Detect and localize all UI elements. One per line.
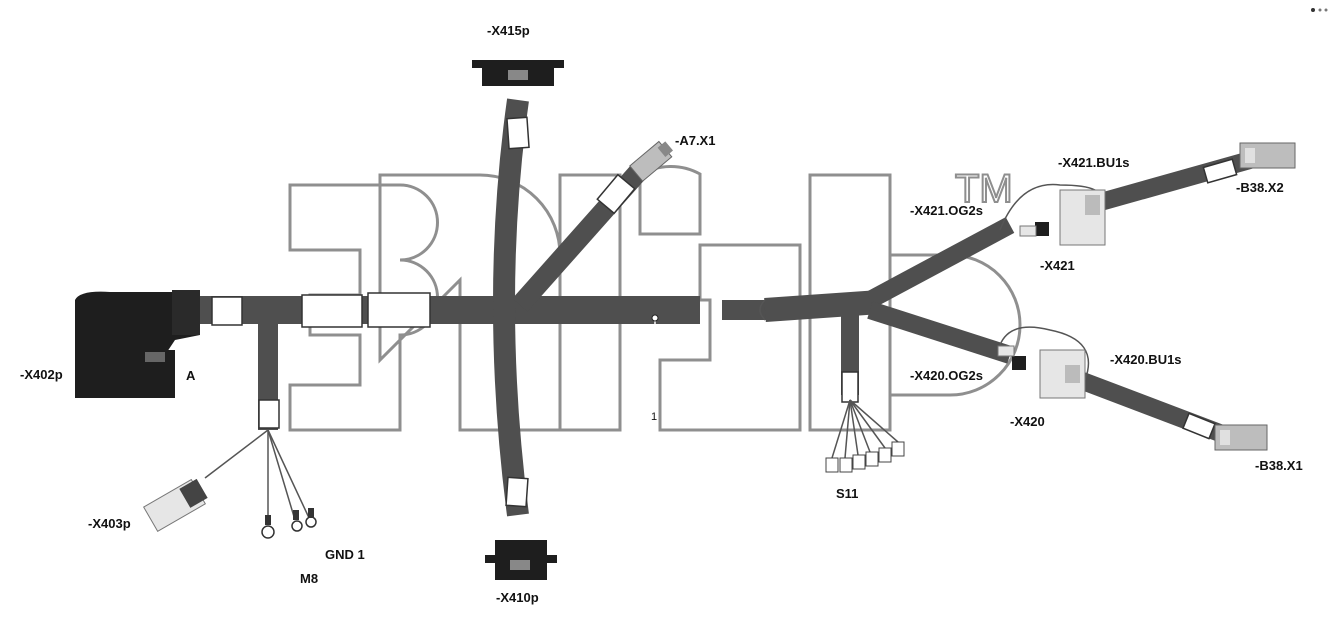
label-x410p: -X410p bbox=[496, 590, 539, 605]
label-x421-og2s: -X421.OG2s bbox=[910, 203, 983, 218]
label-m8: M8 bbox=[300, 571, 318, 586]
label-gnd1: GND 1 bbox=[325, 547, 365, 562]
connector-x415p[interactable] bbox=[472, 60, 564, 86]
connector-x420[interactable] bbox=[997, 345, 1086, 399]
label-x421-bu1s: -X421.BU1s bbox=[1058, 155, 1130, 170]
trademark-symbol: TM bbox=[955, 167, 1013, 211]
connector-x410p[interactable] bbox=[485, 540, 557, 580]
breakout-wires-s11 bbox=[825, 399, 905, 473]
connector-x403p[interactable] bbox=[143, 477, 210, 533]
label-x415p: -X415p bbox=[487, 23, 530, 38]
label-x402p: -X402p bbox=[20, 367, 63, 382]
label-b38x1: -B38.X1 bbox=[1255, 458, 1303, 473]
connector-b38x2[interactable] bbox=[1239, 142, 1296, 169]
label-a: A bbox=[186, 368, 196, 383]
connector-x402p[interactable] bbox=[75, 290, 200, 398]
sleeves bbox=[211, 116, 1238, 508]
label-x403p: -X403p bbox=[88, 516, 131, 531]
label-x421: -X421 bbox=[1040, 258, 1075, 273]
connector-a7x1[interactable] bbox=[629, 138, 676, 182]
connector-b38x1[interactable] bbox=[1214, 424, 1268, 451]
pin-1-label: 1 bbox=[651, 411, 657, 423]
label-b38x2: -B38.X2 bbox=[1236, 180, 1284, 195]
label-x420-bu1s: -X420.BU1s bbox=[1110, 352, 1182, 367]
label-x420-og2s: -X420.OG2s bbox=[910, 368, 983, 383]
pin-marker: 1 bbox=[651, 314, 659, 423]
breakout-wires-m8 bbox=[204, 429, 317, 539]
watermark: TM bbox=[288, 164, 1022, 432]
connector-x421[interactable] bbox=[1019, 189, 1106, 246]
labels: -X415p -A7.X1 -X421.BU1s -B38.X2 -X421.O… bbox=[20, 23, 1303, 605]
label-s11: S11 bbox=[836, 486, 858, 501]
label-a7x1: -A7.X1 bbox=[675, 133, 715, 148]
label-x420: -X420 bbox=[1010, 414, 1045, 429]
corner-icon bbox=[1311, 8, 1328, 12]
